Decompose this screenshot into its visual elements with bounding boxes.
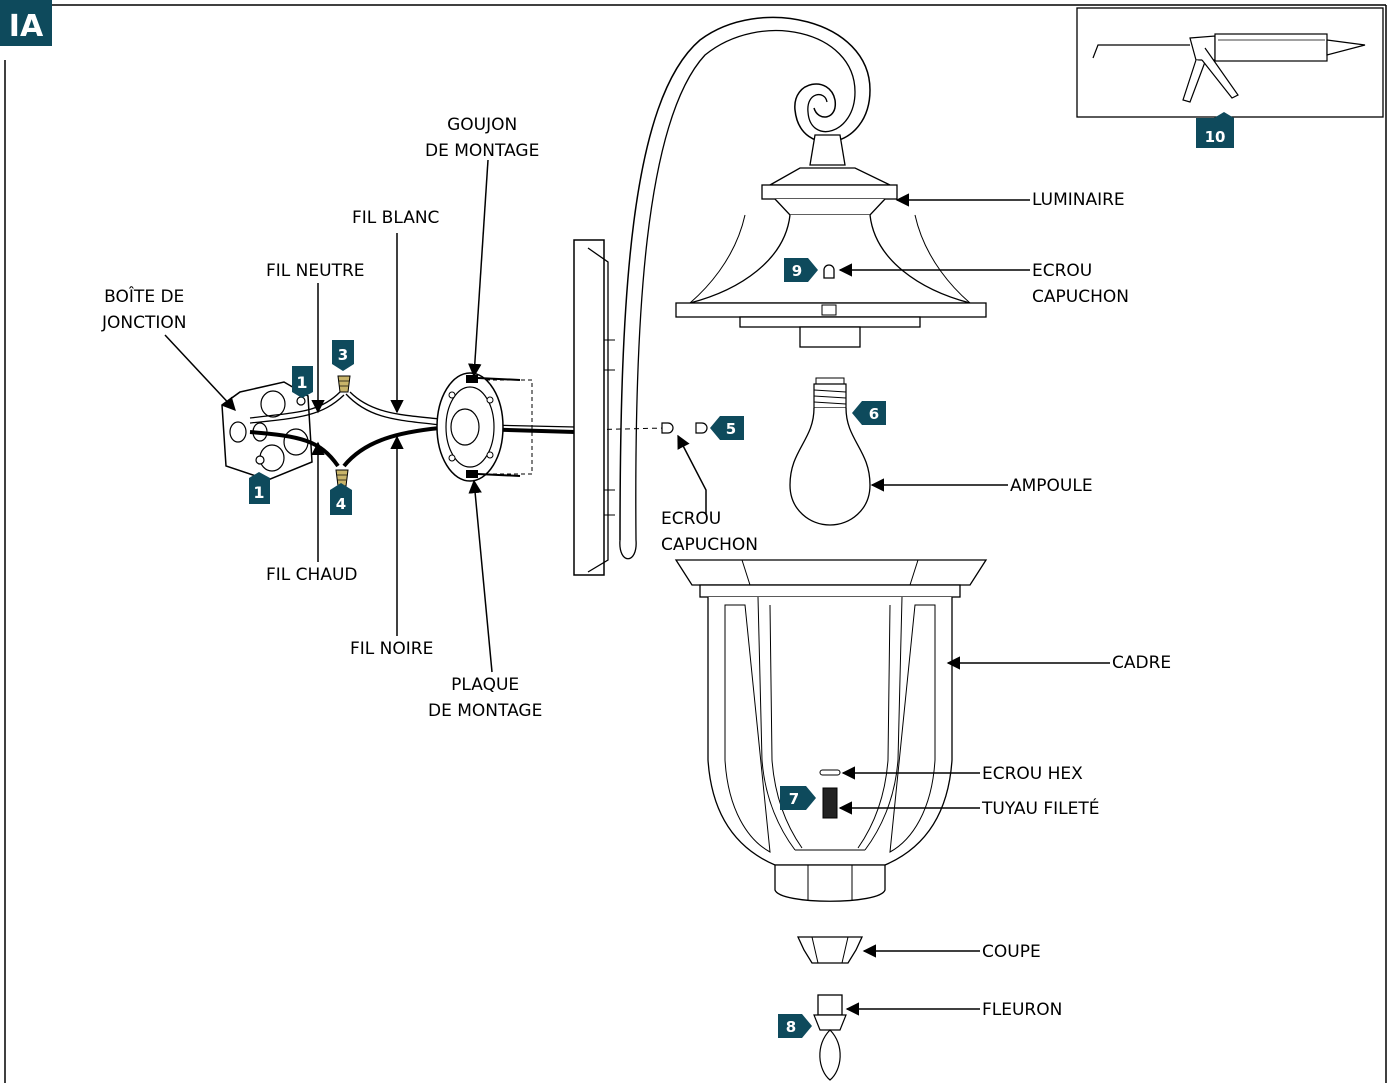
badge-6: 6 xyxy=(852,401,886,425)
luminaire xyxy=(675,134,987,348)
wire-connector-black xyxy=(335,469,349,487)
svg-text:7: 7 xyxy=(789,790,799,808)
label-threaded-pipe: TUYAU FILETÉ xyxy=(982,799,1100,819)
label-finial: FLEURON xyxy=(982,1000,1063,1020)
badge-1-bottom: 1 xyxy=(249,472,270,504)
badge-4: 4 xyxy=(330,483,352,515)
junction-box xyxy=(221,381,313,481)
figure-frame xyxy=(4,4,1387,1083)
label-hot-wire: FIL CHAUD xyxy=(266,565,358,585)
svg-text:4: 4 xyxy=(336,495,346,513)
badge-1-top: 1 xyxy=(292,366,313,398)
caulking-gun-inset xyxy=(1076,7,1384,118)
badge-10: 10 xyxy=(1196,112,1234,148)
svg-text:1: 1 xyxy=(296,373,307,392)
svg-text:5: 5 xyxy=(726,420,736,438)
light-bulb xyxy=(789,377,871,526)
svg-text:1: 1 xyxy=(253,483,264,502)
wall-backplate xyxy=(573,239,615,576)
svg-text:8: 8 xyxy=(786,1018,796,1036)
lantern-frame xyxy=(674,559,988,902)
badge-7: 7 xyxy=(780,786,816,810)
svg-text:10: 10 xyxy=(1205,128,1226,146)
mounting-plate xyxy=(436,372,533,482)
finial xyxy=(813,994,847,1081)
badge-3: 3 xyxy=(332,340,354,371)
label-bulb: AMPOULE xyxy=(1010,476,1093,496)
figure-id-badge: IA xyxy=(0,0,52,46)
badge-5: 5 xyxy=(710,416,744,440)
cup xyxy=(796,936,864,964)
svg-text:3: 3 xyxy=(338,346,348,364)
fixture-arm xyxy=(619,16,871,560)
label-frame: CADRE xyxy=(1112,653,1172,673)
figure-id-text: IA xyxy=(9,9,44,44)
wire-connector-white xyxy=(337,375,351,393)
leader-lines xyxy=(164,159,1110,1016)
label-luminaire: LUMINAIRE xyxy=(1032,190,1125,210)
label-neutral-wire: FIL NEUTRE xyxy=(266,261,365,281)
svg-text:6: 6 xyxy=(869,405,879,423)
badge-8: 8 xyxy=(778,1014,812,1038)
badge-9: 9 xyxy=(784,258,818,282)
label-black-wire: FIL NOIRE xyxy=(350,639,434,659)
svg-text:9: 9 xyxy=(792,262,802,280)
label-cup: COUPE xyxy=(982,942,1041,962)
label-white-wire: FIL BLANC xyxy=(352,208,440,228)
label-hex-nut: ECROU HEX xyxy=(982,764,1083,784)
cap-nuts xyxy=(661,422,708,434)
